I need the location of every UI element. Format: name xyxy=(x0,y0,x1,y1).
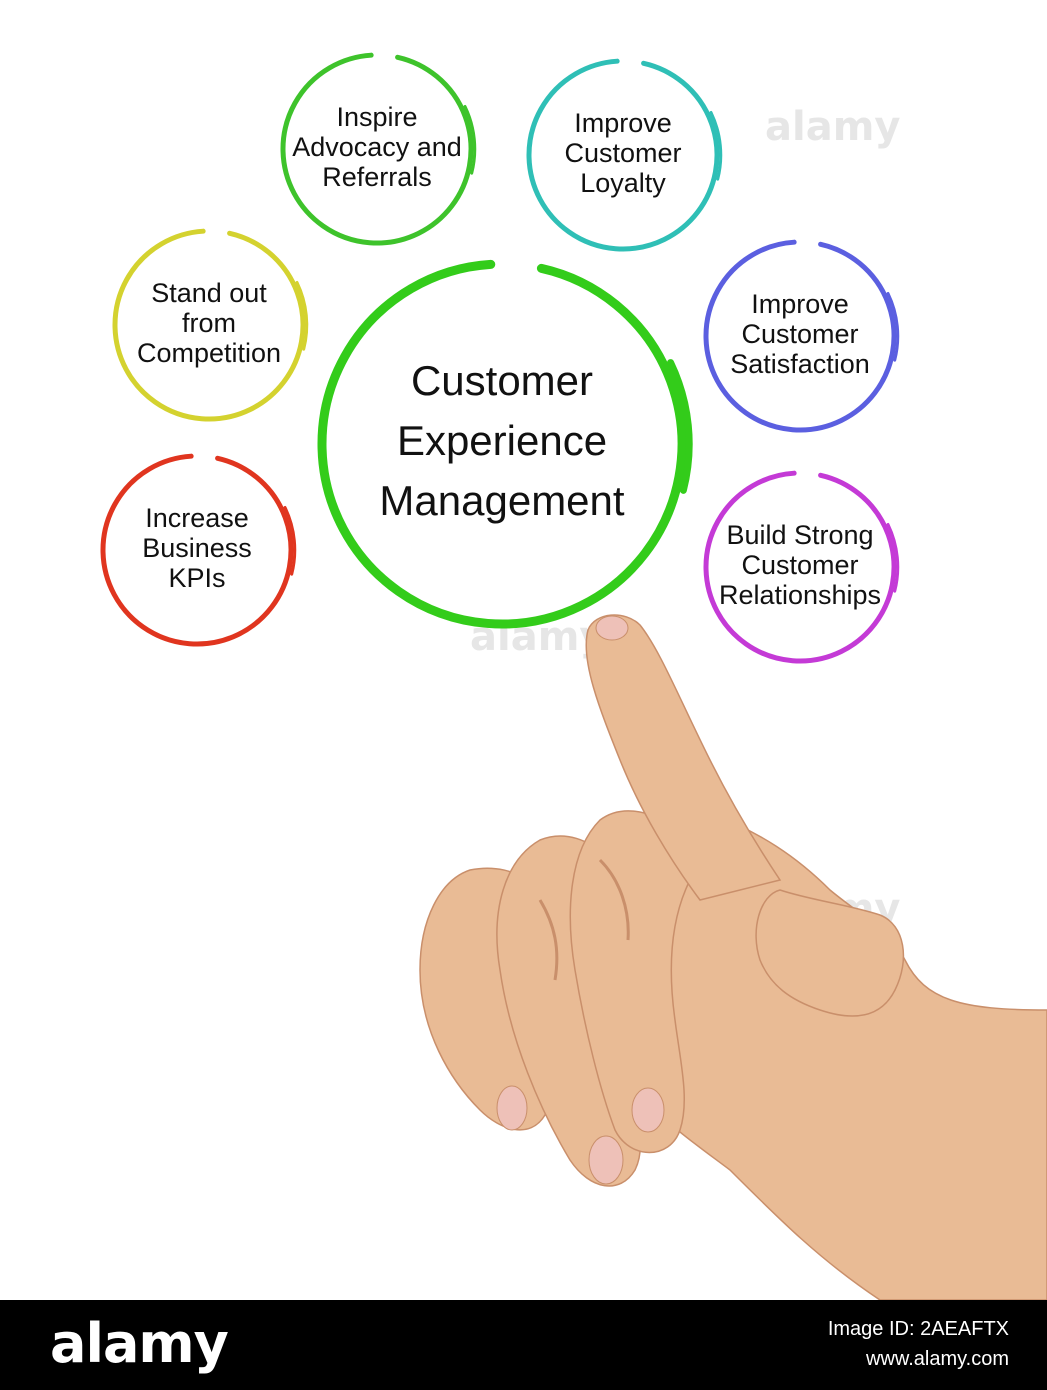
node-circle-stand-out-label-line: Stand out xyxy=(151,278,267,308)
node-circle-inspire-advocacy-label-line: Advocacy and xyxy=(292,132,462,162)
node-circle-increase-kpis-ring xyxy=(100,453,294,647)
node-circle-improve-satisfaction-label-line: Customer xyxy=(741,319,858,349)
node-circle-inspire-advocacy-label-line: Inspire xyxy=(336,102,417,132)
node-circle-build-relationships-label-line: Build Strong xyxy=(726,520,873,550)
stock-footer: alamy Image ID: 2AEAFTX www.alamy.com xyxy=(0,1300,1047,1390)
node-circle-improve-satisfaction-ring xyxy=(703,239,897,433)
node-circle-stand-out-ring xyxy=(112,228,306,422)
center-circle-label-line: Customer xyxy=(411,357,593,404)
knuckle-shading xyxy=(598,858,630,941)
node-circle-improve-satisfaction-brush-tail xyxy=(886,291,900,362)
node-circle-improve-loyalty-brush-tail xyxy=(709,110,723,181)
node-circle-inspire-advocacy-label-line: Referrals xyxy=(322,162,432,192)
node-circle-increase-kpis-label-line: Increase xyxy=(145,503,249,533)
knuckle-shading xyxy=(538,899,559,981)
center-circle-brush-tail xyxy=(667,359,693,494)
node-circle-improve-loyalty-label-line: Improve xyxy=(574,108,672,138)
pointing-hand xyxy=(419,614,1047,1300)
index-finger xyxy=(585,614,782,901)
node-circle-increase-kpis-brush-tail xyxy=(283,505,297,576)
fingernail xyxy=(595,615,629,641)
node-circle-stand-out-brush-tail xyxy=(295,280,309,351)
center-circle-label-line: Management xyxy=(379,477,624,524)
circles-layer: CustomerExperienceManagementInspireAdvoc… xyxy=(100,52,900,664)
node-circle-inspire-advocacy-ring xyxy=(280,52,474,246)
node-circle-improve-loyalty-label-line: Loyalty xyxy=(580,168,666,198)
fingernail xyxy=(588,1135,624,1185)
center-circle-label-line: Experience xyxy=(397,417,607,464)
center-circle-ring xyxy=(317,259,687,629)
site-url-text: www.alamy.com xyxy=(866,1348,1009,1370)
node-circle-improve-satisfaction-label-line: Satisfaction xyxy=(730,349,870,379)
alamy-logo: alamy xyxy=(50,1312,229,1375)
node-circle-increase-kpis-label-line: KPIs xyxy=(168,563,225,593)
node-circle-build-relationships-ring xyxy=(703,470,897,664)
node-circle-build-relationships-label-line: Customer xyxy=(741,550,858,580)
node-circle-stand-out-label-line: from xyxy=(182,308,236,338)
node-circle-build-relationships-label-line: Relationships xyxy=(719,580,881,610)
node-circle-increase-kpis-label-line: Business xyxy=(142,533,252,563)
image-id-text: Image ID: 2AEAFTX xyxy=(827,1318,1009,1340)
node-circle-improve-loyalty-label-line: Customer xyxy=(564,138,681,168)
node-circle-build-relationships-brush-tail xyxy=(886,522,900,593)
fingernail xyxy=(631,1087,665,1133)
node-circle-inspire-advocacy-brush-tail xyxy=(463,104,477,175)
diagram-canvas: alamy alamy alamy alamy C xyxy=(100,52,1047,1300)
node-circle-improve-satisfaction-label-line: Improve xyxy=(751,289,849,319)
watermark-text: alamy xyxy=(765,104,900,150)
thumb xyxy=(755,889,905,1017)
node-circle-stand-out-label-line: Competition xyxy=(137,338,281,368)
node-circle-improve-loyalty-ring xyxy=(526,58,720,252)
fingernail xyxy=(496,1085,528,1131)
